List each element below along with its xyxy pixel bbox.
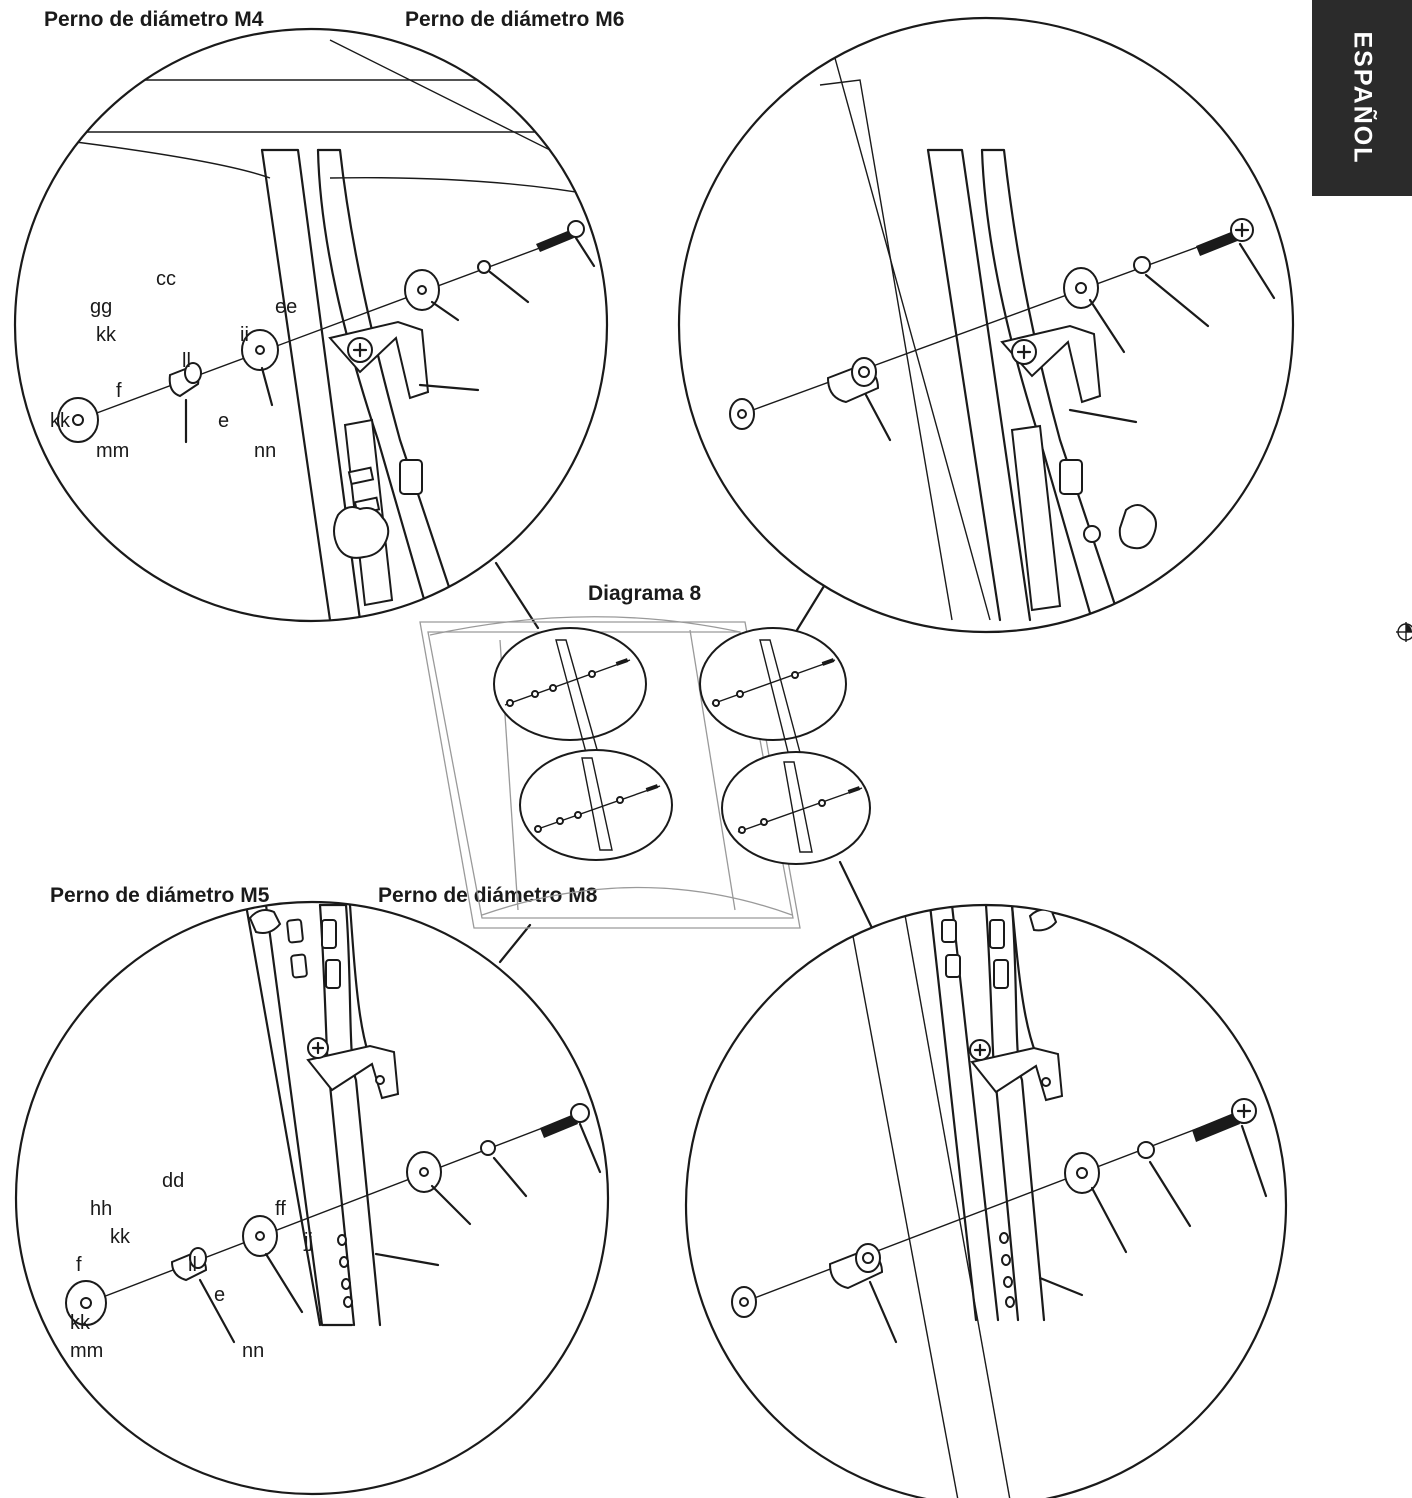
overview-tv-back xyxy=(419,616,801,929)
part-label: f xyxy=(76,1254,82,1276)
part-label: e xyxy=(214,1284,226,1306)
part-label: kk xyxy=(70,1312,90,1334)
part-label: mm xyxy=(96,440,130,462)
part-label: dd xyxy=(162,1170,185,1192)
part-label: cc xyxy=(156,268,176,290)
part-label: ee xyxy=(275,296,298,318)
part-label: ff xyxy=(275,1198,286,1220)
diagram-title: Diagrama 8 xyxy=(588,582,702,605)
part-label: kk xyxy=(50,410,70,432)
heading-m4: Perno de diámetro M4 xyxy=(44,8,264,31)
overview-detail-circle-bottom-right xyxy=(721,751,871,865)
part-label: hh xyxy=(90,1198,113,1220)
overview-detail-circle-bottom-left xyxy=(519,749,673,861)
overview-detail-circle-top-left xyxy=(493,627,647,761)
registration-mark-icon xyxy=(1396,622,1412,642)
heading-m6: Perno de diámetro M6 xyxy=(405,8,625,31)
part-label: nn xyxy=(254,440,277,462)
overview-detail-circle-top-right xyxy=(699,627,847,761)
part-label: mm xyxy=(70,1340,104,1362)
part-label: jj xyxy=(304,1230,313,1252)
part-label: ii xyxy=(240,324,249,346)
part-label: f xyxy=(116,380,122,402)
part-label: nn xyxy=(242,1340,265,1362)
heading-m8: Perno de diámetro M8 xyxy=(378,884,598,907)
language-tab: ESPAÑOL xyxy=(1312,0,1412,196)
detail-circle-m6 xyxy=(677,16,1295,634)
part-label: e xyxy=(218,410,230,432)
heading-m5: Perno de diámetro M5 xyxy=(50,884,270,907)
part-label: ll xyxy=(182,350,191,372)
part-label: kk xyxy=(96,324,116,346)
detail-circle-m5 xyxy=(14,900,610,1496)
part-label: kk xyxy=(110,1226,130,1248)
part-label: ll xyxy=(188,1254,197,1276)
part-label: gg xyxy=(90,296,113,318)
detail-circle-m8 xyxy=(684,903,1288,1498)
detail-circle-m4 xyxy=(13,27,609,623)
